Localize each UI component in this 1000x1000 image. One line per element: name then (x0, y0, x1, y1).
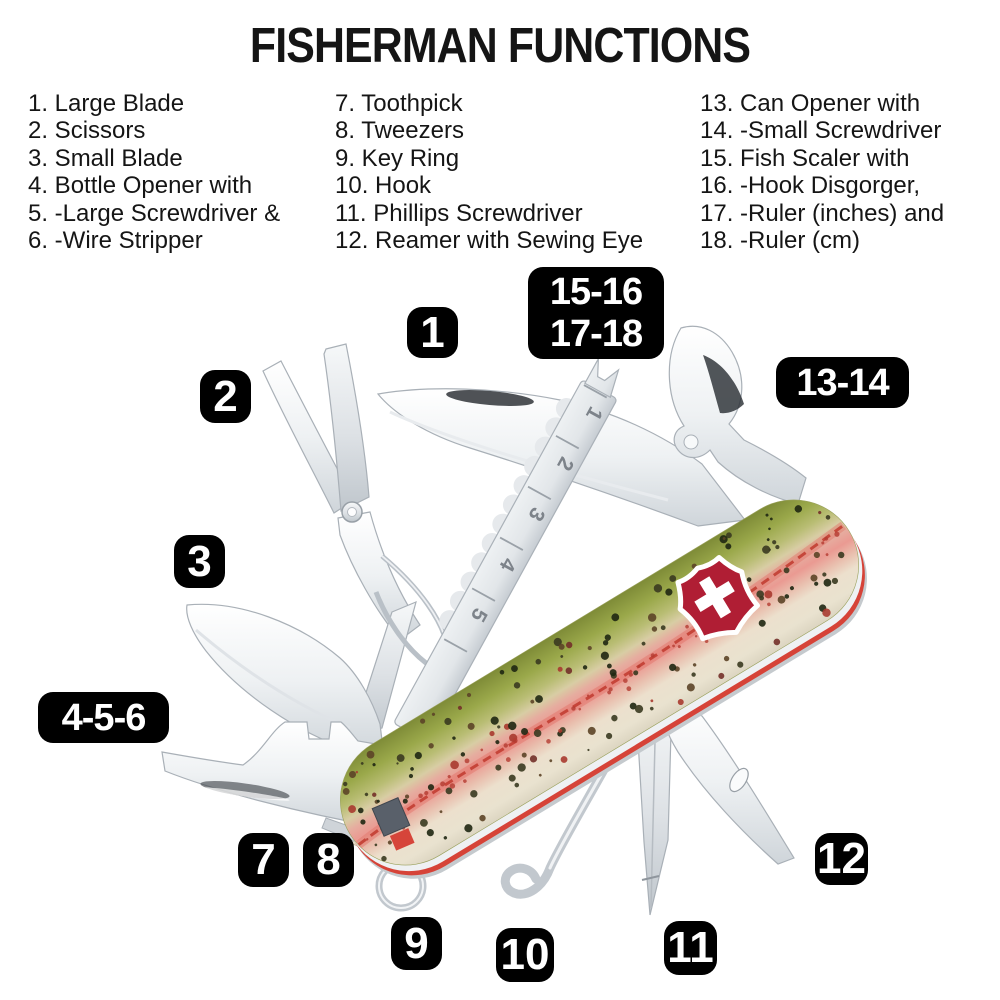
legend-item: 15. Fish Scaler with (700, 144, 910, 172)
legend-item: 18. -Ruler (cm) (700, 227, 861, 255)
legend-item: 1. Large Blade (28, 90, 185, 117)
legend-item: 16. -Hook Disgorger, (700, 172, 921, 200)
callout-8: 8 (303, 833, 354, 887)
fish-scaler-tool: 1 2 3 4 5 (394, 358, 620, 742)
legend-item: 3. Small Blade (28, 144, 183, 172)
callout-7: 7 (238, 833, 289, 887)
callout-3: 3 (174, 535, 225, 588)
callout-1: 1 (407, 307, 458, 358)
page-title: FISHERMAN FUNCTIONS (249, 19, 751, 73)
callout-12: 12 (815, 833, 868, 885)
callout-4-5-6: 4-5-6 (38, 692, 169, 743)
callout-15-16-17-18: 15-16 17-18 (528, 267, 664, 359)
reamer-tool (659, 699, 795, 865)
legend-item: 6. -Wire Stripper (28, 227, 203, 255)
legend-item: 14. -Small Screwdriver (700, 117, 942, 145)
legend-item: 9. Key Ring (335, 144, 460, 172)
legend-item: 12. Reamer with Sewing Eye (335, 227, 644, 255)
callout-2: 2 (200, 370, 251, 423)
callout-13-14: 13-14 (776, 357, 909, 408)
legend-item: 10. Hook (335, 172, 432, 200)
callout-9: 9 (391, 917, 442, 970)
tool-slot (371, 796, 411, 837)
lateral-line (357, 524, 845, 846)
legend-item: 11. Phillips Screwdriver (335, 199, 583, 227)
legend-item: 2. Scissors (28, 117, 146, 145)
nail-nick (446, 390, 534, 406)
bottle-opener-tool (161, 721, 385, 829)
victorinox-shield-emblem (675, 554, 760, 642)
white-cross-icon (694, 576, 735, 619)
callout-10: 10 (496, 928, 554, 982)
legend-item: 7. Toothpick (335, 90, 463, 117)
legend-column-3: 13. Can Opener with 14. -Small Screwdriv… (700, 90, 944, 254)
can-opener-tool (668, 325, 807, 505)
legend-item: 8. Tweezers (335, 117, 464, 145)
legend-item: 13. Can Opener with (700, 90, 921, 117)
legend-item: 5. -Large Screwdriver & (28, 199, 281, 227)
toothpick-end (389, 828, 415, 851)
legend-item: 17. -Ruler (inches) and (700, 199, 945, 227)
ruler-ticks (443, 384, 608, 653)
legend-column-2: 7. Toothpick 8. Tweezers 9. Key Ring 10.… (335, 90, 643, 254)
legend-column-1: 1. Large Blade 2. Scissors 3. Small Blad… (28, 90, 280, 254)
handle (340, 499, 869, 879)
callout-11: 11 (664, 921, 717, 975)
sewing-eye (729, 767, 749, 793)
legend-item: 4. Bottle Opener with (28, 172, 253, 200)
